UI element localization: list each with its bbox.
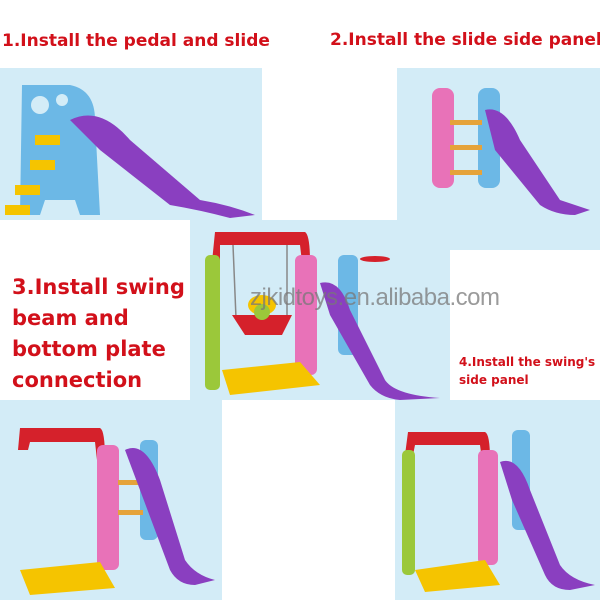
step2-slide-image bbox=[432, 88, 590, 215]
step2-title: 2.Install the slide side panel bbox=[330, 30, 600, 50]
watermark: zjkidtoys.en.alibaba.com bbox=[250, 284, 500, 311]
step4-title-line: side panel bbox=[459, 373, 529, 387]
step3-swing-slide-image bbox=[205, 232, 440, 400]
bottom-right-slide-image bbox=[402, 430, 595, 592]
step4-title: 4.Install the swing's side panel bbox=[459, 353, 595, 389]
step3-title-line: bottom plate bbox=[12, 337, 166, 361]
step1-title: 1.Install the pedal and slide bbox=[2, 31, 270, 51]
step3-title: 3.Install swing beam and bottom plate co… bbox=[12, 272, 185, 396]
step4-title-line: 4.Install the swing's bbox=[459, 355, 596, 369]
step3-title-line: 3.Install swing bbox=[12, 275, 185, 299]
step3-title-line: beam and bbox=[12, 306, 129, 330]
bottom-left-slide-image bbox=[18, 428, 215, 595]
step3-title-line: connection bbox=[12, 368, 143, 392]
step1-slide-image bbox=[5, 85, 255, 218]
